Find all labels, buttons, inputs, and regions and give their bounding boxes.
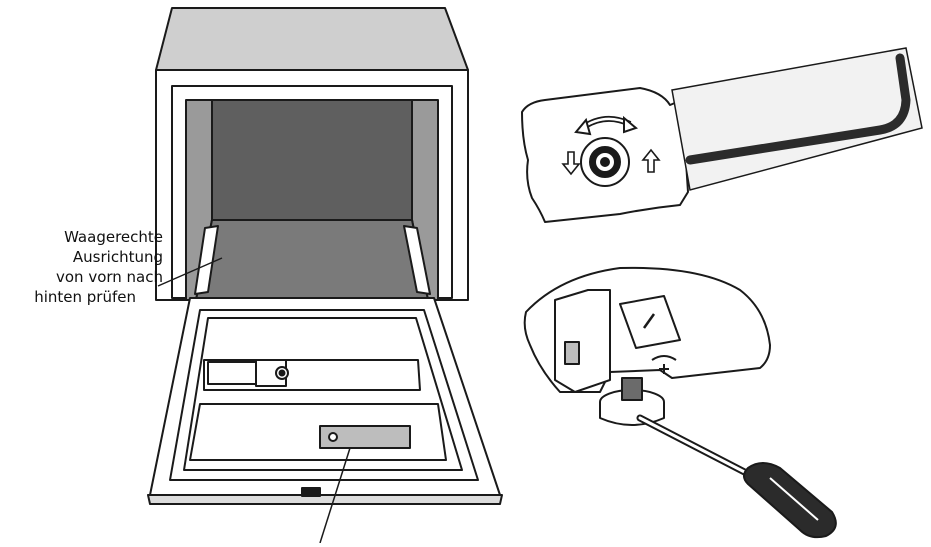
rating-plate-dot	[328, 432, 338, 442]
rotate-arrow-icon	[574, 115, 639, 136]
foot-plate-slot	[642, 313, 656, 329]
leader-line-leveling	[157, 257, 223, 287]
cavity-floor	[195, 219, 429, 301]
leveling-label-line-4: hinten prüfen	[34, 288, 136, 306]
leader-lines	[157, 257, 351, 544]
up-arrow-icon	[641, 148, 661, 173]
allen-key-strip-frame	[671, 47, 923, 191]
rinse-aid-cap-inner	[278, 369, 286, 377]
leveling-label-line-3: von vorn nach	[55, 268, 163, 286]
door-plinth	[147, 494, 503, 505]
dishwasher	[147, 7, 503, 505]
adjustment-card	[521, 87, 689, 223]
foot-housing-slot	[564, 341, 580, 365]
cavity-back-wall	[211, 99, 413, 221]
down-arrow-icon	[561, 151, 581, 176]
plus-icon	[651, 355, 677, 374]
allen-key-strip	[671, 47, 923, 191]
right-rail	[403, 225, 431, 295]
screwdriver-handle-grip	[769, 477, 819, 521]
foot-detail	[523, 266, 837, 539]
leveling-label-line-1: Waagerechte	[64, 228, 163, 246]
dishwasher-top	[155, 7, 469, 71]
allen-key	[685, 53, 911, 165]
screwdriver-handle	[743, 462, 837, 539]
screwdriver-shaft-highlight	[638, 416, 762, 482]
adjuster-dial-core	[600, 157, 610, 167]
foot-plate	[619, 295, 681, 349]
leader-line-plate	[319, 447, 351, 544]
left-rail	[194, 225, 219, 295]
detergent-compartment	[207, 361, 257, 385]
leveling-label-line-2: Ausrichtung	[72, 248, 163, 266]
foot-housing	[554, 289, 611, 393]
rating-plate	[319, 425, 411, 449]
adjuster-stem	[621, 377, 643, 401]
door-latch	[301, 487, 321, 497]
